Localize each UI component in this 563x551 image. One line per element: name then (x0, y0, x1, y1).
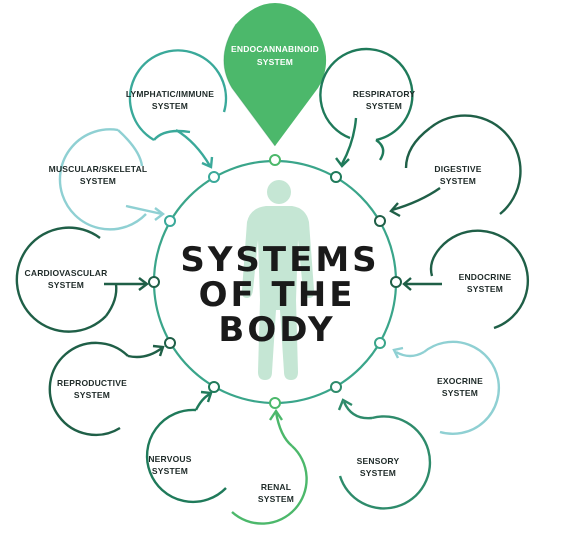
muscular-skeletal-system-node: MUSCULAR/SKELETAL SYSTEM (49, 128, 165, 231)
endocrine-system-node: ENDOCRINE SYSTEM (402, 229, 530, 330)
ring-node-endocrine (390, 276, 402, 288)
ring-node-reproductive (164, 337, 176, 349)
ring-node-respiratory (330, 171, 342, 183)
renal-label-line-2: SYSTEM (258, 494, 294, 504)
ring-node-digestive (374, 215, 386, 227)
title-line-1: SYSTEMS (180, 240, 379, 280)
digestive-label-line-1: DIGESTIVE (434, 164, 481, 174)
renal-label-line-1: RENAL (261, 482, 291, 492)
muscular-skeletal-label-line-2: SYSTEM (80, 176, 116, 186)
endocrine-label-line-2: SYSTEM (467, 284, 503, 294)
ring-node-endocannabinoid (269, 154, 281, 166)
sensory-label-line-1: SENSORY (357, 456, 400, 466)
ring-node-sensory (330, 381, 342, 393)
nervous-label-line-1: NERVOUS (148, 454, 191, 464)
renal-system-node: RENAL SYSTEM (231, 408, 308, 525)
muscular-skeletal-label-line-1: MUSCULAR/SKELETAL (49, 164, 148, 174)
cardiovascular-system-node: CARDIOVASCULAR SYSTEM (15, 226, 149, 333)
human-figure-icon (241, 180, 315, 380)
reproductive-label-line-1: REPRODUCTIVE (57, 378, 127, 388)
title-line-3: BODY (218, 310, 335, 350)
reproductive-system-node: REPRODUCTIVE SYSTEM (48, 341, 165, 437)
endocrine-label-line-1: ENDOCRINE (459, 272, 512, 282)
nervous-system-node: NERVOUS SYSTEM (145, 390, 227, 504)
digestive-label-line-2: SYSTEM (440, 176, 476, 186)
reproductive-label-line-2: SYSTEM (74, 390, 110, 400)
ring-node-muscular-skeletal (164, 215, 176, 227)
exocrine-label-line-1: EXOCRINE (437, 376, 483, 386)
endocannabinoid-system-drop: ENDOCANNABINOID SYSTEM (223, 3, 327, 147)
ring-node-nervous (208, 381, 220, 393)
ring-node-cardiovascular (148, 276, 160, 288)
nervous-label-line-2: SYSTEM (152, 466, 188, 476)
title-line-2: OF THE (199, 275, 356, 315)
ring-node-renal (269, 397, 281, 409)
endocannabinoid-label-line-2: SYSTEM (257, 57, 293, 67)
lymphatic-immune-label-line-1: LYMPHATIC/IMMUNE (126, 89, 214, 99)
ring-connection-nodes (148, 154, 402, 409)
lymphatic-immune-label-line-2: SYSTEM (152, 101, 188, 111)
respiratory-system-node: RESPIRATORY SYSTEM (319, 47, 416, 168)
sensory-label-line-2: SYSTEM (360, 468, 396, 478)
endocannabinoid-label-line-1: ENDOCANNABINOID (231, 44, 319, 54)
respiratory-label-line-2: SYSTEM (366, 101, 402, 111)
lymphatic-immune-system-node: LYMPHATIC/IMMUNE SYSTEM (126, 49, 228, 169)
ring-node-lymphatic-immune (208, 171, 220, 183)
cardiovascular-label-line-2: SYSTEM (48, 280, 84, 290)
ring-node-exocrine (374, 337, 386, 349)
digestive-system-node: DIGESTIVE SYSTEM (389, 114, 522, 218)
sensory-system-node: SENSORY SYSTEM (337, 398, 432, 510)
respiratory-label-line-1: RESPIRATORY (353, 89, 416, 99)
exocrine-label-line-2: SYSTEM (442, 388, 478, 398)
exocrine-system-node: EXOCRINE SYSTEM (392, 340, 501, 435)
cardiovascular-label-line-1: CARDIOVASCULAR (25, 268, 108, 278)
